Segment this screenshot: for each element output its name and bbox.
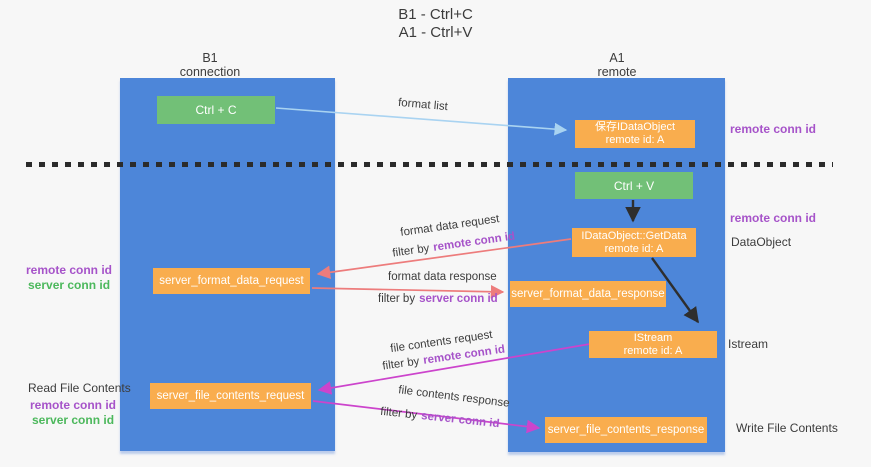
- right-column-header: A1 remote: [527, 51, 707, 79]
- right-column-role: remote: [597, 65, 637, 79]
- server-format-data-response-box: server_format_data_response: [510, 281, 666, 307]
- left-server-conn-id-label-top: server conn id: [28, 278, 111, 292]
- server-file-contents-response-box: server_file_contents_response: [545, 417, 707, 443]
- server-format-data-request-label: server_format_data_request: [159, 275, 304, 287]
- istream-line2: remote id: A: [623, 344, 683, 357]
- left-column-name: B1: [202, 51, 218, 65]
- read-file-contents-label: Read File Contents: [28, 381, 131, 395]
- format-data-response-arrow: [311, 284, 505, 299]
- idataobject-getdata-box: IDataObject::GetData remote id: A: [572, 228, 696, 257]
- dataobject-label: DataObject: [731, 235, 792, 249]
- filter-by-text: filter by: [379, 405, 418, 422]
- filter-by-text: filter by: [391, 242, 431, 260]
- server-file-contents-response-label: server_file_contents_response: [547, 424, 705, 436]
- right-remote-conn-id-label-top: remote conn id: [730, 122, 817, 136]
- server-format-data-response-label: server_format_data_response: [511, 288, 665, 300]
- remote-conn-id-text: remote conn id: [432, 230, 516, 254]
- istream-box: IStream remote id: A: [589, 331, 717, 358]
- file-contents-response-filter-label: filter by server conn id: [380, 406, 500, 430]
- left-remote-conn-id-label-bottom: remote conn id: [30, 398, 117, 412]
- title-line-2: A1 - Ctrl+V: [398, 24, 473, 41]
- filter-by-text: filter by: [381, 355, 421, 373]
- filter-by-text: filter by: [378, 293, 416, 305]
- file-contents-response-label: file contents response: [397, 384, 511, 410]
- right-column-name: A1: [609, 51, 625, 65]
- server-conn-id-text: server conn id: [419, 293, 498, 305]
- left-column-header: B1 connection: [120, 51, 300, 79]
- getdata-line1: IDataObject::GetData: [581, 229, 687, 242]
- save-idataobject-line2: remote id: A: [605, 134, 665, 146]
- format-list-label: format list: [397, 96, 449, 114]
- server-conn-id-text: server conn id: [420, 410, 501, 431]
- title-line-1: B1 - Ctrl+C: [398, 6, 473, 23]
- server-format-data-request-box: server_format_data_request: [153, 268, 310, 294]
- right-remote-conn-id-label-mid: remote conn id: [730, 211, 817, 225]
- server-file-contents-request-label: server_file_contents_request: [156, 390, 305, 402]
- getdata-line2: remote id: A: [604, 242, 664, 255]
- write-file-contents-label: Write File Contents: [736, 421, 838, 435]
- istream-side-label: Istream: [728, 337, 769, 351]
- ctrl-v-box: Ctrl + V: [575, 172, 693, 199]
- server-file-contents-request-box: server_file_contents_request: [150, 383, 311, 409]
- ctrl-c-label: Ctrl + C: [195, 103, 237, 117]
- ctrl-v-label: Ctrl + V: [613, 178, 655, 193]
- save-idataobject-box: 保存IDataObject remote id: A: [575, 120, 695, 148]
- istream-line1: IStream: [633, 331, 673, 344]
- left-server-conn-id-label-bottom: server conn id: [32, 413, 115, 427]
- save-idataobject-line1: 保存IDataObject: [594, 121, 676, 133]
- left-remote-conn-id-label-top: remote conn id: [26, 263, 113, 277]
- machine-boundary-dashed-line: [26, 162, 833, 167]
- diagram-title: B1 - Ctrl+C A1 - Ctrl+V: [0, 6, 871, 42]
- format-data-response-label: format data response: [388, 271, 497, 283]
- ctrl-c-box: Ctrl + C: [157, 96, 275, 124]
- format-data-response-filter-label: filter by server conn id: [378, 293, 498, 305]
- left-column-role: connection: [179, 65, 241, 79]
